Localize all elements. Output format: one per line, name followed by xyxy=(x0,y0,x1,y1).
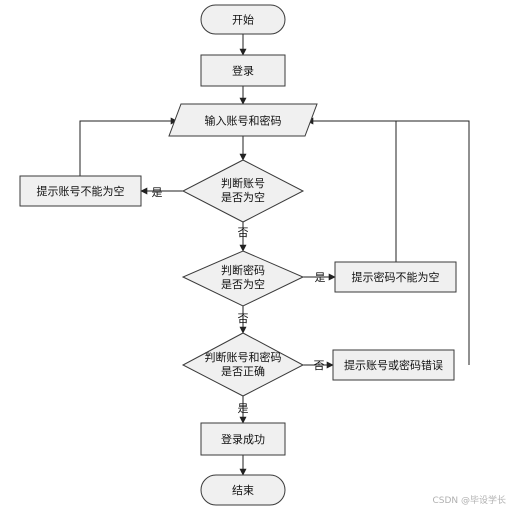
check-account-label-line2: 是否为空 xyxy=(221,190,265,204)
edges xyxy=(79,34,470,476)
prompt-error-label: 提示账号或密码错误 xyxy=(344,358,443,372)
node-prompt-error: 提示账号或密码错误 xyxy=(332,349,455,381)
decision-shape xyxy=(181,332,305,397)
node-prompt-account-empty: 提示账号不能为空 xyxy=(19,175,142,207)
decision-shape xyxy=(181,250,305,307)
process-shape xyxy=(200,422,286,456)
prompt-password-empty-label: 提示密码不能为空 xyxy=(352,270,440,284)
process-shape xyxy=(19,175,142,207)
edge-label-password-yes: 是 xyxy=(315,271,326,284)
login-label: 登录 xyxy=(232,64,254,78)
edge-label-password-no: 否 xyxy=(238,312,249,325)
input-label: 输入账号和密码 xyxy=(205,114,282,128)
process-shape xyxy=(334,261,457,293)
edge-label-account-no: 否 xyxy=(238,226,249,239)
node-prompt-password-empty: 提示密码不能为空 xyxy=(334,261,457,293)
process-shape xyxy=(200,54,286,87)
process-shape xyxy=(332,349,455,381)
node-check-password: 判断密码 是否为空 xyxy=(181,250,305,307)
decision-shape xyxy=(181,159,305,223)
edge-prompt-password-back xyxy=(306,117,397,262)
edge-prompt-account-back xyxy=(79,117,178,176)
check-password-label-line1: 判断密码 xyxy=(221,263,265,277)
edge-labels: 是 否 是 否 否 是 xyxy=(152,186,326,415)
edge-label-correct-yes: 是 xyxy=(238,402,249,415)
end-label: 结束 xyxy=(232,484,254,497)
edge-label-correct-no: 否 xyxy=(314,359,325,372)
node-success: 登录成功 xyxy=(200,422,286,456)
node-start: 开始 xyxy=(200,4,286,35)
watermark: CSDN @毕设学长 xyxy=(432,494,506,506)
check-password-label-line2: 是否为空 xyxy=(221,277,265,291)
terminator-shape xyxy=(200,4,286,35)
node-input: 输入账号和密码 xyxy=(168,103,318,137)
check-correct-label-line2: 是否正确 xyxy=(221,365,265,378)
edge-error-back xyxy=(307,120,470,365)
terminator-shape xyxy=(200,474,286,506)
prompt-account-empty-label: 提示账号不能为空 xyxy=(37,184,125,198)
start-label: 开始 xyxy=(232,13,254,27)
node-check-correct: 判断账号和密码 是否正确 xyxy=(181,332,305,397)
node-end: 结束 xyxy=(200,474,286,506)
edge-label-account-yes: 是 xyxy=(152,186,163,199)
node-login: 登录 xyxy=(200,54,286,87)
success-label: 登录成功 xyxy=(221,432,265,446)
check-correct-label-line1: 判断账号和密码 xyxy=(205,350,282,364)
check-account-label-line1: 判断账号 xyxy=(221,176,265,190)
node-check-account: 判断账号 是否为空 xyxy=(181,159,305,223)
io-shape xyxy=(168,103,318,137)
